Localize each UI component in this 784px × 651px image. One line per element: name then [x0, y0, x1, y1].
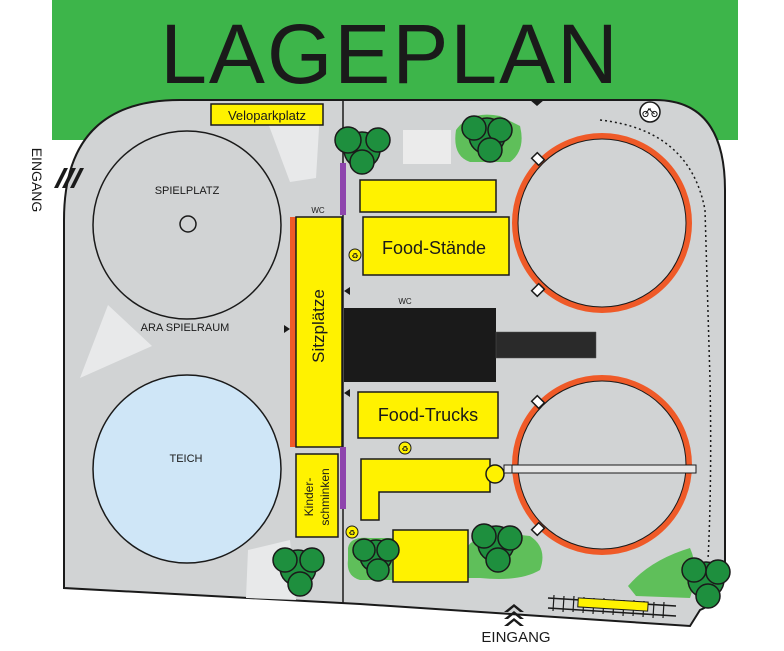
eingang-left-label: EINGANG [29, 148, 45, 213]
grass-patch-right [628, 548, 695, 598]
food-stand-top [359, 179, 497, 213]
main-building [344, 308, 596, 382]
svg-text:♻: ♻ [348, 529, 355, 538]
kinderschminken-box [295, 453, 339, 538]
eingang-bottom-label: EINGANG [481, 629, 550, 646]
food-trucks-box [357, 391, 499, 439]
wc-label-2: WC [398, 297, 412, 306]
entrance-arrows-icon [504, 604, 524, 626]
tree-icon [334, 126, 391, 175]
spielplatz-label: SPIELPLATZ [155, 185, 220, 197]
ara-spielraum-label: ARA SPIELRAUM [141, 322, 230, 334]
marker-triangle-2 [344, 287, 350, 295]
sitzplaetze-orange-strip [290, 217, 296, 447]
veloparkplatz-label: Veloparkplatz [228, 108, 306, 123]
track-ring-top [512, 133, 692, 313]
food-staende-box [362, 216, 510, 276]
bottom-stand-box [392, 529, 469, 583]
recycle-icon: ♻ [345, 525, 359, 539]
path-white-top [265, 112, 320, 182]
tree-icon [272, 547, 325, 597]
sitzplaetze-box [295, 216, 343, 448]
svg-text:♻: ♻ [351, 252, 358, 261]
railway-icon [547, 594, 677, 619]
track-ring-top-inner [517, 138, 687, 308]
tree-icon [461, 115, 513, 163]
entrance-arrows-icon [54, 168, 84, 188]
marker-triangle-3 [344, 389, 350, 397]
svg-text:♻: ♻ [401, 445, 408, 454]
teich-pond [92, 374, 282, 564]
kinderschminken-label-1: Kinder- [302, 478, 316, 517]
top-gate-marker [530, 100, 544, 106]
track-gates [530, 151, 546, 537]
spielplatz-center [179, 215, 197, 233]
wc-bar-bottom [340, 447, 346, 509]
l-shaped-stand [360, 458, 491, 521]
food-trucks-label: Food-Trucks [378, 405, 478, 425]
wc-label-1: WC [311, 206, 325, 215]
connector-node [485, 464, 505, 484]
wc-bar-top [340, 163, 346, 215]
tree-icon [352, 538, 400, 582]
page-title: LAGEPLAN [160, 7, 620, 101]
marker-triangle-1 [284, 325, 290, 333]
kinderschminken-label-2: schminken [318, 468, 332, 525]
bridge-over-ring [511, 464, 697, 474]
ara-shape [80, 305, 152, 378]
veloparkplatz-box [210, 103, 324, 126]
sitzplaetze-label: Sitzplätze [309, 289, 328, 363]
teich-label: TEICH [170, 453, 203, 465]
recycle-icon: ♻ [348, 248, 362, 262]
tree-icon [681, 557, 731, 609]
building-hatch [495, 331, 597, 359]
bicycle-icon[interactable] [639, 101, 661, 123]
tree-icon [471, 523, 523, 573]
recycle-icon: ♻ [398, 441, 412, 455]
white-square [403, 130, 451, 164]
food-staende-label: Food-Stände [382, 238, 486, 258]
